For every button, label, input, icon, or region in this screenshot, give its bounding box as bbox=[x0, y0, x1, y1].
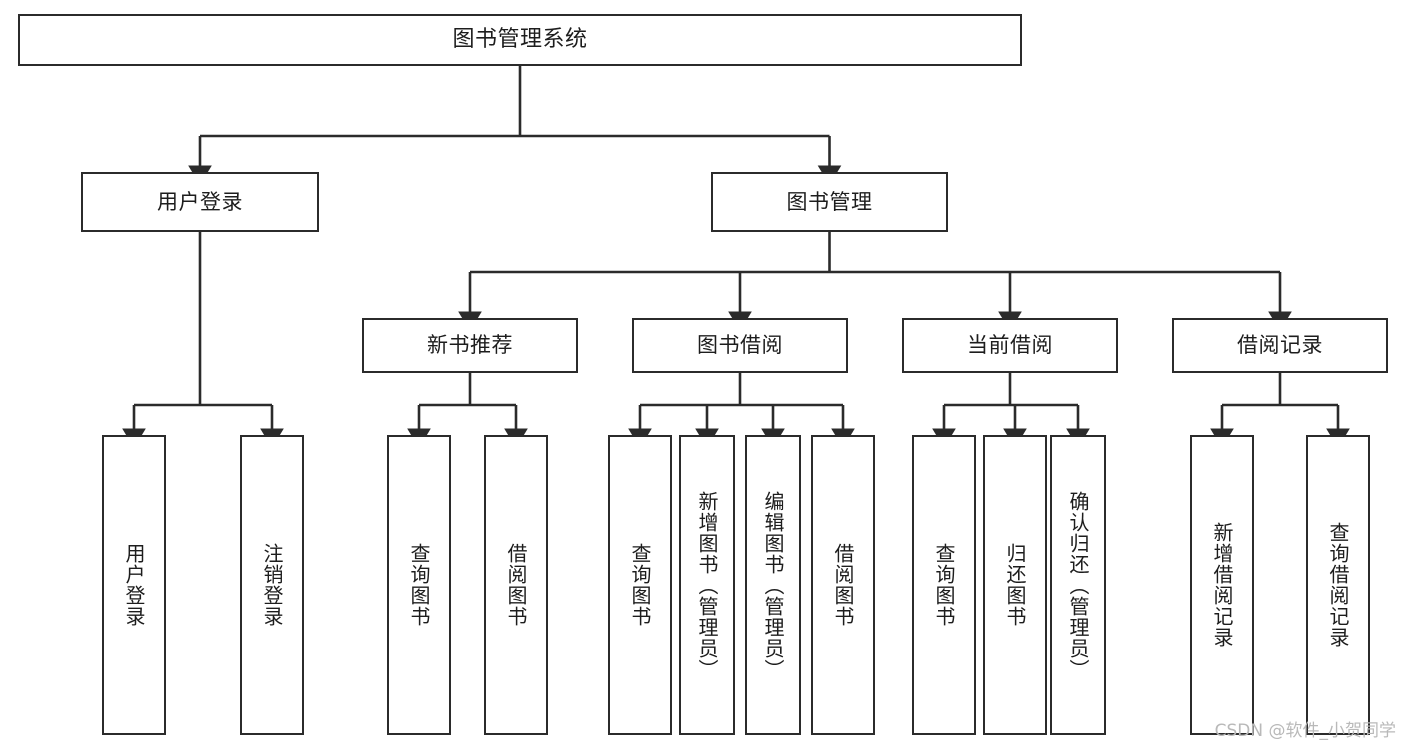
node-label: 新书推荐 bbox=[427, 333, 513, 358]
node-returnbook[interactable]: 归还图书 bbox=[983, 435, 1047, 735]
node-querybook2[interactable]: 查询图书 bbox=[608, 435, 672, 735]
node-label: 查询借阅记录 bbox=[1326, 522, 1350, 648]
node-label: 用户登录 bbox=[122, 543, 146, 627]
node-label: 当前借阅 bbox=[967, 333, 1053, 358]
node-borrowbook2[interactable]: 借阅图书 bbox=[811, 435, 875, 735]
node-label: 借阅图书 bbox=[831, 543, 855, 627]
node-label: 图书管理 bbox=[786, 189, 873, 214]
node-bookmgmt[interactable]: 图书管理 bbox=[711, 172, 948, 232]
node-querybook3[interactable]: 查询图书 bbox=[912, 435, 976, 735]
node-borrowbook1[interactable]: 借阅图书 bbox=[484, 435, 548, 735]
node-label: 新增借阅记录 bbox=[1210, 522, 1234, 648]
node-queryrecord[interactable]: 查询借阅记录 bbox=[1306, 435, 1370, 735]
node-label: 用户登录 bbox=[157, 189, 243, 214]
node-label: 查询图书 bbox=[628, 543, 652, 627]
node-label: 归还图书 bbox=[1003, 543, 1027, 627]
node-current[interactable]: 当前借阅 bbox=[902, 318, 1118, 373]
node-root[interactable]: 图书管理系统 bbox=[18, 14, 1022, 66]
node-label: 确认归还（管理员） bbox=[1066, 490, 1090, 680]
node-newbook[interactable]: 新书推荐 bbox=[362, 318, 578, 373]
node-label: 借阅记录 bbox=[1237, 333, 1323, 358]
node-label: 图书管理系统 bbox=[452, 27, 588, 53]
node-label: 新增图书（管理员） bbox=[695, 490, 719, 680]
node-editbook[interactable]: 编辑图书（管理员） bbox=[745, 435, 801, 735]
node-label: 借阅图书 bbox=[504, 543, 528, 627]
node-label: 图书借阅 bbox=[697, 333, 783, 358]
node-confirmreturn[interactable]: 确认归还（管理员） bbox=[1050, 435, 1106, 735]
node-label: 查询图书 bbox=[407, 543, 431, 627]
node-records[interactable]: 借阅记录 bbox=[1172, 318, 1388, 373]
node-addbook[interactable]: 新增图书（管理员） bbox=[679, 435, 735, 735]
node-label: 编辑图书（管理员） bbox=[761, 490, 785, 680]
node-label: 查询图书 bbox=[932, 543, 956, 627]
node-login[interactable]: 用户登录 bbox=[81, 172, 319, 232]
node-querybook1[interactable]: 查询图书 bbox=[387, 435, 451, 735]
node-label: 注销登录 bbox=[260, 543, 284, 627]
csdn-watermark: CSDN @软件_小贺同学 bbox=[1214, 721, 1396, 741]
node-borrow[interactable]: 图书借阅 bbox=[632, 318, 848, 373]
node-addrecord[interactable]: 新增借阅记录 bbox=[1190, 435, 1254, 735]
node-userlogout[interactable]: 注销登录 bbox=[240, 435, 304, 735]
node-userlogin[interactable]: 用户登录 bbox=[102, 435, 166, 735]
